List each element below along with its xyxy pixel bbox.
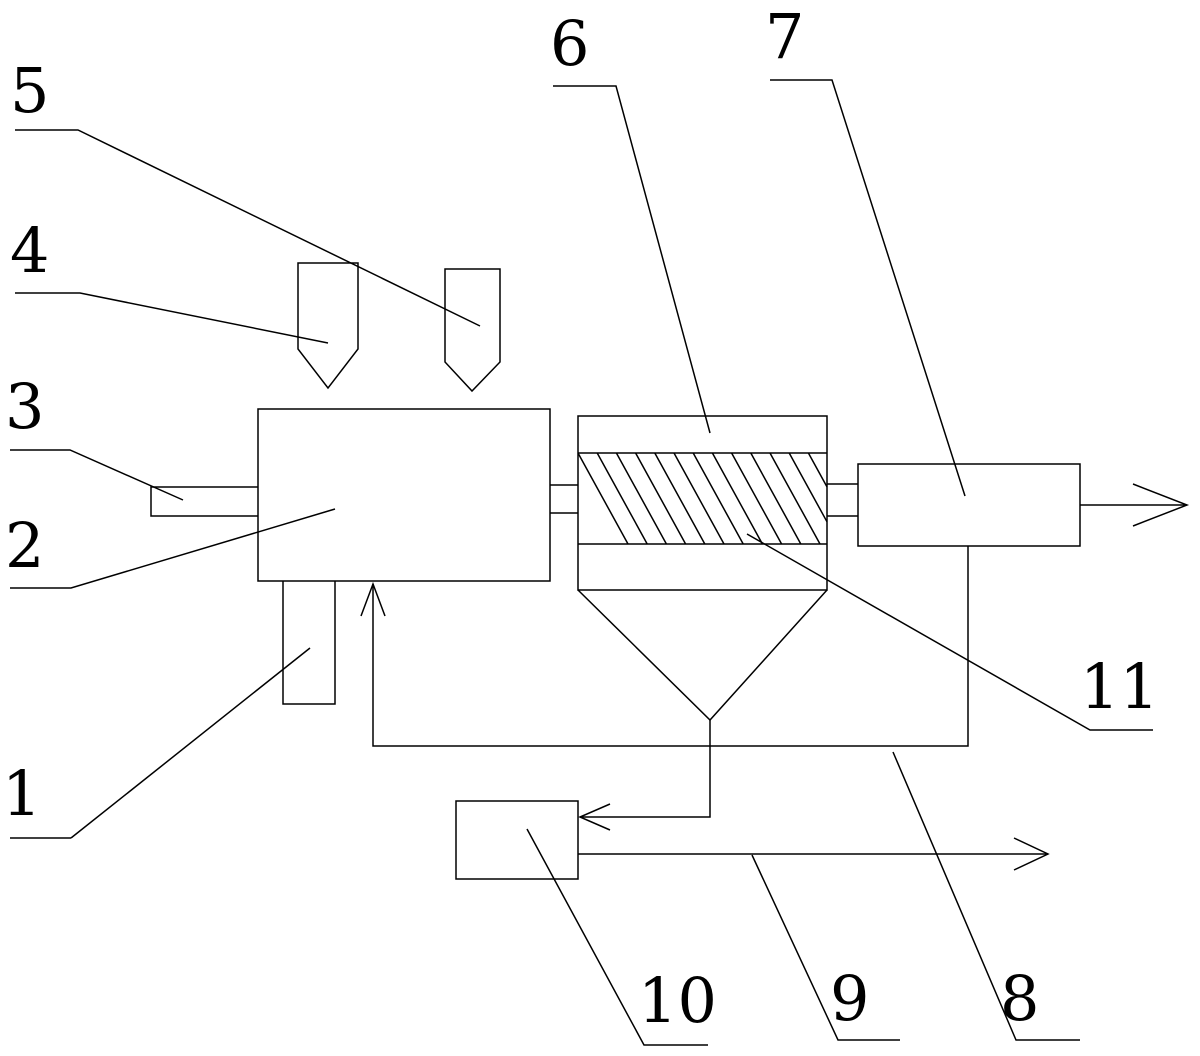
label-2: 2 xyxy=(5,509,44,582)
leader-4 xyxy=(15,292,329,344)
leader-lines xyxy=(10,79,1153,1046)
label-10: 10 xyxy=(638,964,717,1037)
label-5: 5 xyxy=(10,54,49,127)
unit-7 xyxy=(857,463,1081,547)
hatch-line xyxy=(730,452,783,545)
hatch-line xyxy=(673,452,725,545)
leader-9 xyxy=(751,854,900,1041)
output-arrow-7 xyxy=(1080,483,1190,527)
label-3: 3 xyxy=(5,370,44,443)
leader-2 xyxy=(10,508,336,589)
label-8: 8 xyxy=(1000,962,1039,1035)
hatch-line xyxy=(692,452,744,545)
main-tank-2 xyxy=(257,408,551,582)
box-10 xyxy=(455,800,579,880)
hatch-line xyxy=(750,452,802,545)
leader-1-diag xyxy=(70,647,311,839)
label-7: 7 xyxy=(765,0,804,73)
hatch-line xyxy=(577,452,629,545)
hatch-line xyxy=(654,452,706,545)
hopper-4 xyxy=(297,262,359,390)
drain-line xyxy=(578,720,711,831)
filter-hatching-11 xyxy=(577,452,828,545)
hatch-line xyxy=(711,452,764,545)
leader-8 xyxy=(892,751,1080,1041)
inlet-pipe-3 xyxy=(150,486,258,517)
connector-2-6 xyxy=(550,484,578,514)
leader-10 xyxy=(526,828,708,1046)
hatch-line xyxy=(634,452,687,545)
output-line-9 xyxy=(578,837,1050,871)
separator-6 xyxy=(577,415,828,722)
bottom-outlet-1 xyxy=(282,581,336,705)
label-11: 11 xyxy=(1080,650,1159,723)
return-line-8 xyxy=(360,546,969,747)
label-1: 1 xyxy=(2,757,41,830)
leader-3 xyxy=(10,449,184,501)
leader-11 xyxy=(746,533,1153,731)
hatch-line xyxy=(769,452,821,545)
leader-5 xyxy=(15,129,481,327)
label-9: 9 xyxy=(830,962,869,1035)
hatch-line xyxy=(807,452,828,488)
hopper-5 xyxy=(444,268,501,393)
hatch-line xyxy=(788,452,828,523)
label-6: 6 xyxy=(550,7,589,80)
leader-6 xyxy=(553,85,711,434)
leader-7 xyxy=(770,79,966,497)
connector-6-7 xyxy=(827,483,858,517)
label-4: 4 xyxy=(10,214,49,287)
hatch-line xyxy=(615,452,668,545)
hatch-line xyxy=(596,452,648,545)
